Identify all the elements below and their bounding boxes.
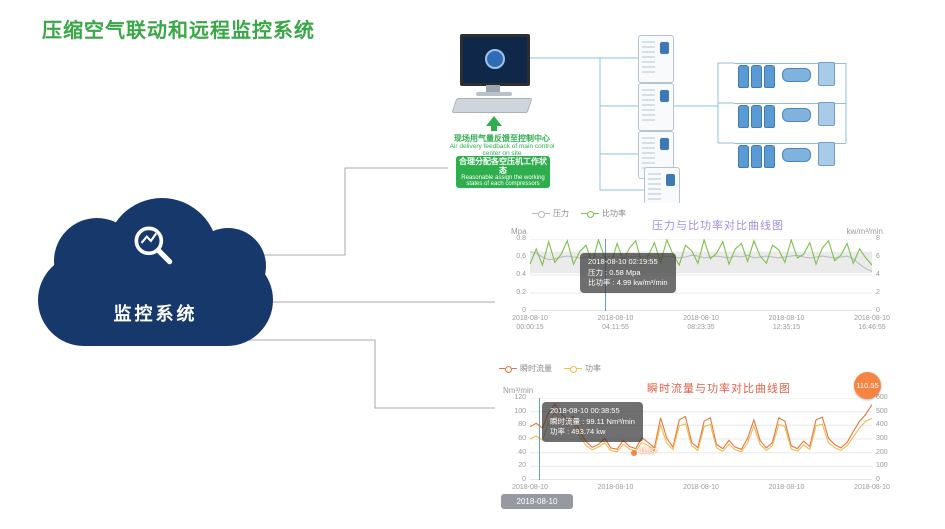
- compressor-icon: [638, 35, 674, 83]
- feedback-label-cn: 现场用气量反馈至控制中心: [454, 134, 550, 143]
- chart-title: 压力与比功率对比曲线图: [652, 220, 784, 232]
- legend-label: 功率: [585, 364, 601, 373]
- assign-label-cn: 合理分配各空压机工作状态: [459, 156, 547, 175]
- assign-box: 合理分配各空压机工作状态 Reasonable assign the worki…: [456, 156, 550, 188]
- legend-label: 瞬时流量: [520, 364, 552, 373]
- point-dot-icon: [631, 450, 637, 456]
- legend-marker-icon: [499, 365, 517, 373]
- up-arrow-icon: [486, 116, 502, 126]
- up-arrow-icon: [491, 126, 497, 131]
- legend-item-pressure: 压力: [532, 208, 569, 219]
- tooltip: 2018-08-10 00:38:55 瞬时流量 : 99.11 Nm³/min…: [542, 402, 643, 442]
- axis-pointer-line: [538, 398, 540, 480]
- max-value-badge: 110.55: [854, 372, 881, 399]
- legend-marker-icon: [532, 210, 550, 218]
- compressor-icon: [638, 83, 674, 131]
- legend-marker-icon: [581, 210, 599, 218]
- tooltip: 2018-08-10 02:19:55 压力 : 0.58 Mpa 比功率 : …: [580, 253, 676, 293]
- monitoring-cloud: 监控系统: [38, 198, 273, 350]
- y-axis-right-unit: kw/m³/min: [846, 227, 883, 236]
- tooltip-power: 功率 : 493.74 kw: [550, 427, 606, 436]
- monitor-icon: [460, 34, 530, 86]
- axis-pointer-label: 2018-08-10: [501, 494, 573, 509]
- air-equipment-icon: [734, 134, 854, 170]
- legend-label: 比功率: [602, 209, 626, 218]
- keyboard-icon: [451, 98, 533, 113]
- diagram-wires: [526, 57, 847, 191]
- air-equipment-icon: [734, 94, 854, 130]
- air-equipment-icon: [734, 54, 854, 90]
- legend-item-power: 功率: [564, 363, 601, 374]
- system-diagram: 现场用气量反馈至控制中心 Air delivery feedback of ma…: [450, 32, 880, 215]
- cloud-shape: [38, 254, 273, 346]
- magnifier-chart-icon: [134, 226, 173, 265]
- assign-label-en: Reasonable assign the working states of …: [461, 174, 545, 188]
- page-title: 压缩空气联动和远程监控系统: [42, 20, 315, 42]
- monitor-logo-icon: [485, 49, 505, 69]
- tooltip-pressure: 压力 : 0.58 Mpa: [588, 267, 641, 277]
- min-value-label: 11.87: [639, 446, 658, 455]
- tooltip-specific-power: 比功率 : 4.99 kw/m³/min: [588, 278, 668, 287]
- cloud-label: 监控系统: [113, 304, 198, 324]
- chart-legend: 压力 比功率: [532, 208, 626, 219]
- y-axis-left-unit: Mpa: [511, 227, 527, 236]
- tooltip-flow: 瞬时流量 : 99.11 Nm³/min: [550, 416, 635, 426]
- legend-marker-icon: [564, 365, 582, 373]
- chart-legend: 瞬时流量 功率: [499, 363, 601, 374]
- chart-title: 瞬时流量与功率对比曲线图: [647, 383, 791, 395]
- plot-area: 2018-08-10 02:19:55 压力 : 0.58 Mpa 比功率 : …: [529, 237, 873, 312]
- feedback-label-en: Air delivery feedback of main control ce…: [449, 143, 555, 157]
- tooltip-time: 2018-08-10 02:19:55: [588, 257, 658, 266]
- plot-area: 2018-08-10 00:38:55 瞬时流量 : 99.11 Nm³/min…: [529, 397, 873, 481]
- monitor-stand-base: [476, 92, 512, 96]
- y-axis-left-unit: Nm³/min: [503, 386, 534, 395]
- legend-label: 压力: [553, 209, 569, 218]
- monitor-stand: [486, 85, 500, 92]
- tooltip-time: 2018-08-10 00:38:55: [550, 406, 620, 415]
- legend-item-flow: 瞬时流量: [499, 363, 552, 374]
- feedback-label: 现场用气量反馈至控制中心 Air delivery feedback of ma…: [440, 134, 564, 157]
- legend-item-specific-power: 比功率: [581, 208, 626, 219]
